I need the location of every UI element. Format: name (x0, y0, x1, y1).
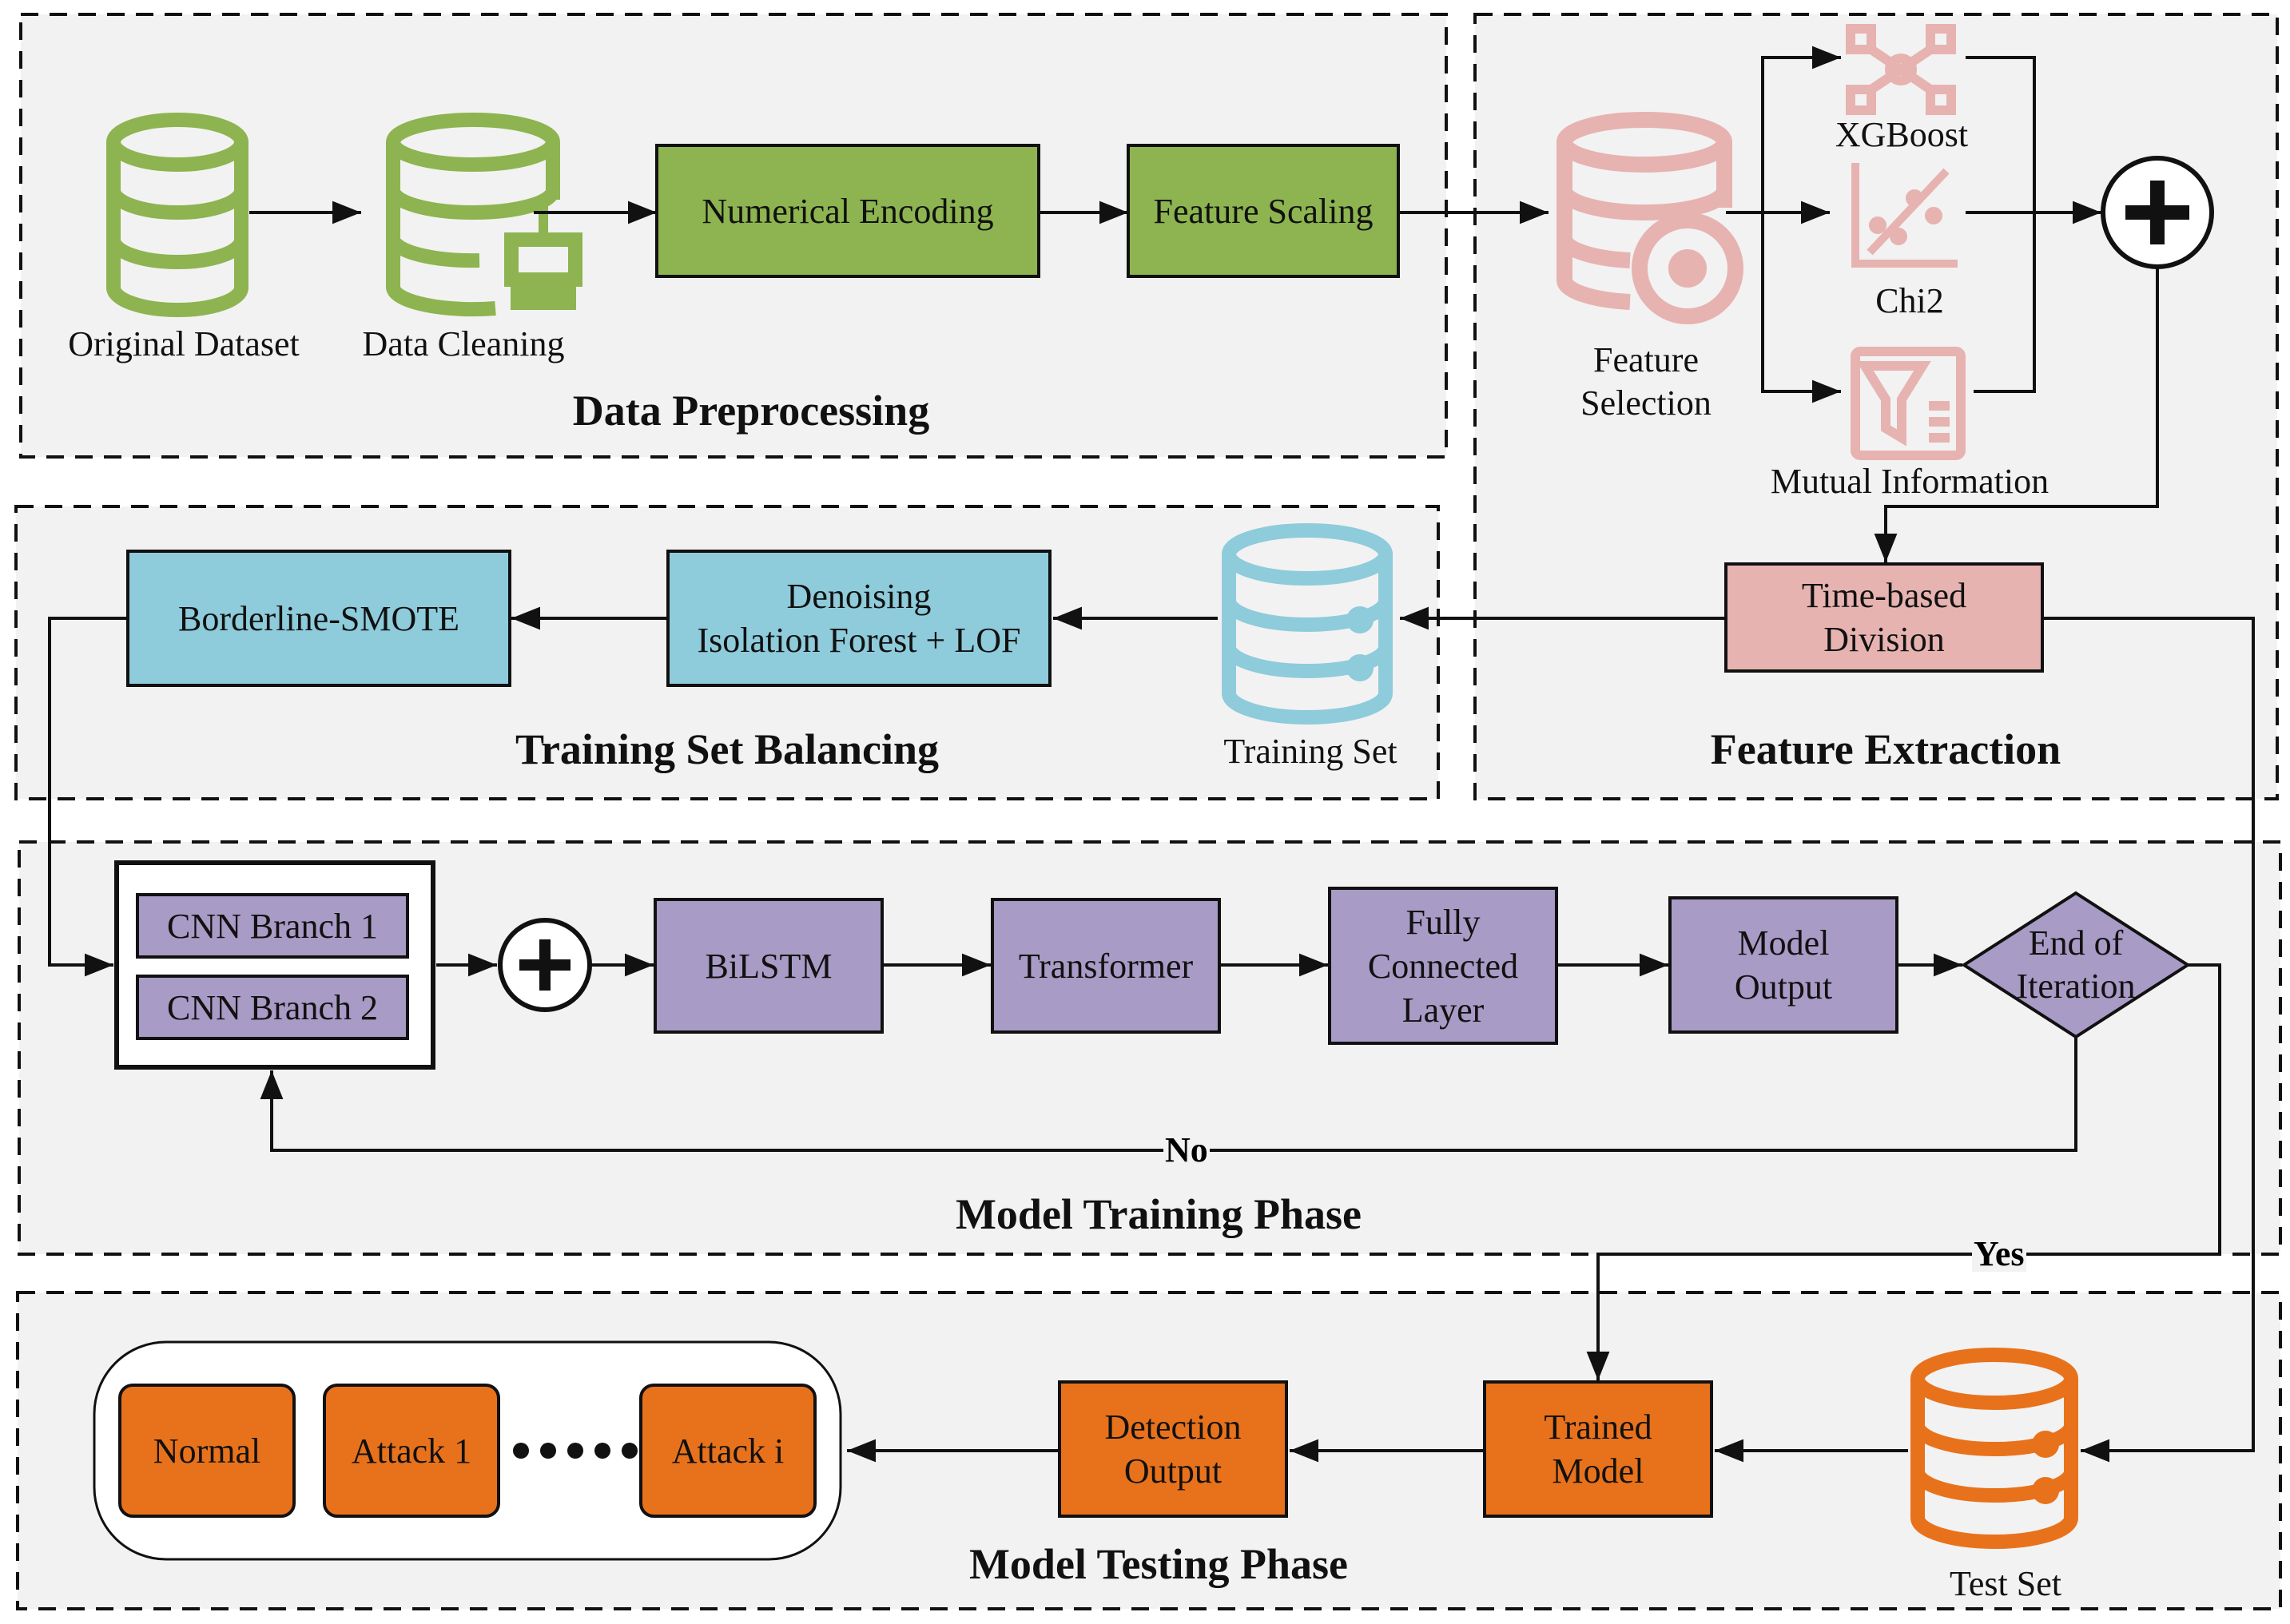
feature-scaling-box: Feature Scaling (1127, 144, 1400, 278)
xgboost-icon (1846, 24, 1956, 115)
trained-model-box: Trained Model (1483, 1380, 1713, 1518)
section-title-model-testing: Model Testing Phase (968, 1540, 1349, 1588)
section-title-data-preprocessing: Data Preprocessing (572, 387, 930, 435)
detection-output-box: Detection Output (1058, 1380, 1288, 1518)
section-title-feature-extraction: Feature Extraction (1710, 725, 2061, 773)
denoising-box: Denoising Isolation Forest + LOF (666, 550, 1052, 687)
normal-class-box: Normal (118, 1384, 296, 1518)
end-of-iteration-label: End of Iteration (2016, 923, 2136, 1006)
caption-original-dataset: Original Dataset (68, 324, 300, 363)
transformer-box: Transformer (991, 898, 1221, 1034)
numerical-encoding-box: Numerical Encoding (655, 144, 1040, 278)
caption-training-set: Training Set (1223, 732, 1397, 771)
no-label: No (1163, 1130, 1210, 1169)
database-broom-icon (386, 113, 582, 317)
caption-feature-selection: Feature Selection (1580, 340, 1712, 423)
cnn-branch-2-box: CNN Branch 2 (136, 975, 409, 1040)
database-icon-training (1222, 523, 1393, 725)
section-title-model-training: Model Training Phase (955, 1190, 1362, 1238)
time-based-division-box: Time-based Division (1724, 562, 2044, 673)
plus-icon-cnn (498, 918, 592, 1012)
bilstm-box: BiLSTM (654, 898, 884, 1034)
section-title-training-set-balancing: Training Set Balancing (515, 725, 940, 773)
caption-mutual-information: Mutual Information (1770, 462, 2049, 501)
database-icon-original (106, 113, 248, 317)
filter-document-icon (1851, 347, 1966, 460)
cnn-branch-1-box: CNN Branch 1 (136, 893, 409, 959)
database-gear-icon (1556, 112, 1743, 324)
ellipsis-dots (513, 1443, 638, 1459)
database-icon-test (1910, 1348, 2078, 1549)
caption-xgboost: XGBoost (1835, 115, 1969, 154)
caption-chi2: Chi2 (1875, 281, 1944, 320)
caption-test-set: Test Set (1950, 1564, 2061, 1603)
attack-i-class-box: Attack i (639, 1384, 817, 1518)
model-output-box: Model Output (1668, 896, 1898, 1034)
plus-icon-feature (2101, 156, 2214, 269)
caption-data-cleaning: Data Cleaning (362, 324, 565, 363)
fully-connected-layer-box: Fully Connected Layer (1328, 887, 1558, 1045)
scatter-plot-icon (1851, 163, 1958, 268)
yes-label: Yes (1972, 1234, 2026, 1273)
borderline-smote-box: Borderline-SMOTE (126, 550, 511, 687)
attack-1-class-box: Attack 1 (323, 1384, 500, 1518)
